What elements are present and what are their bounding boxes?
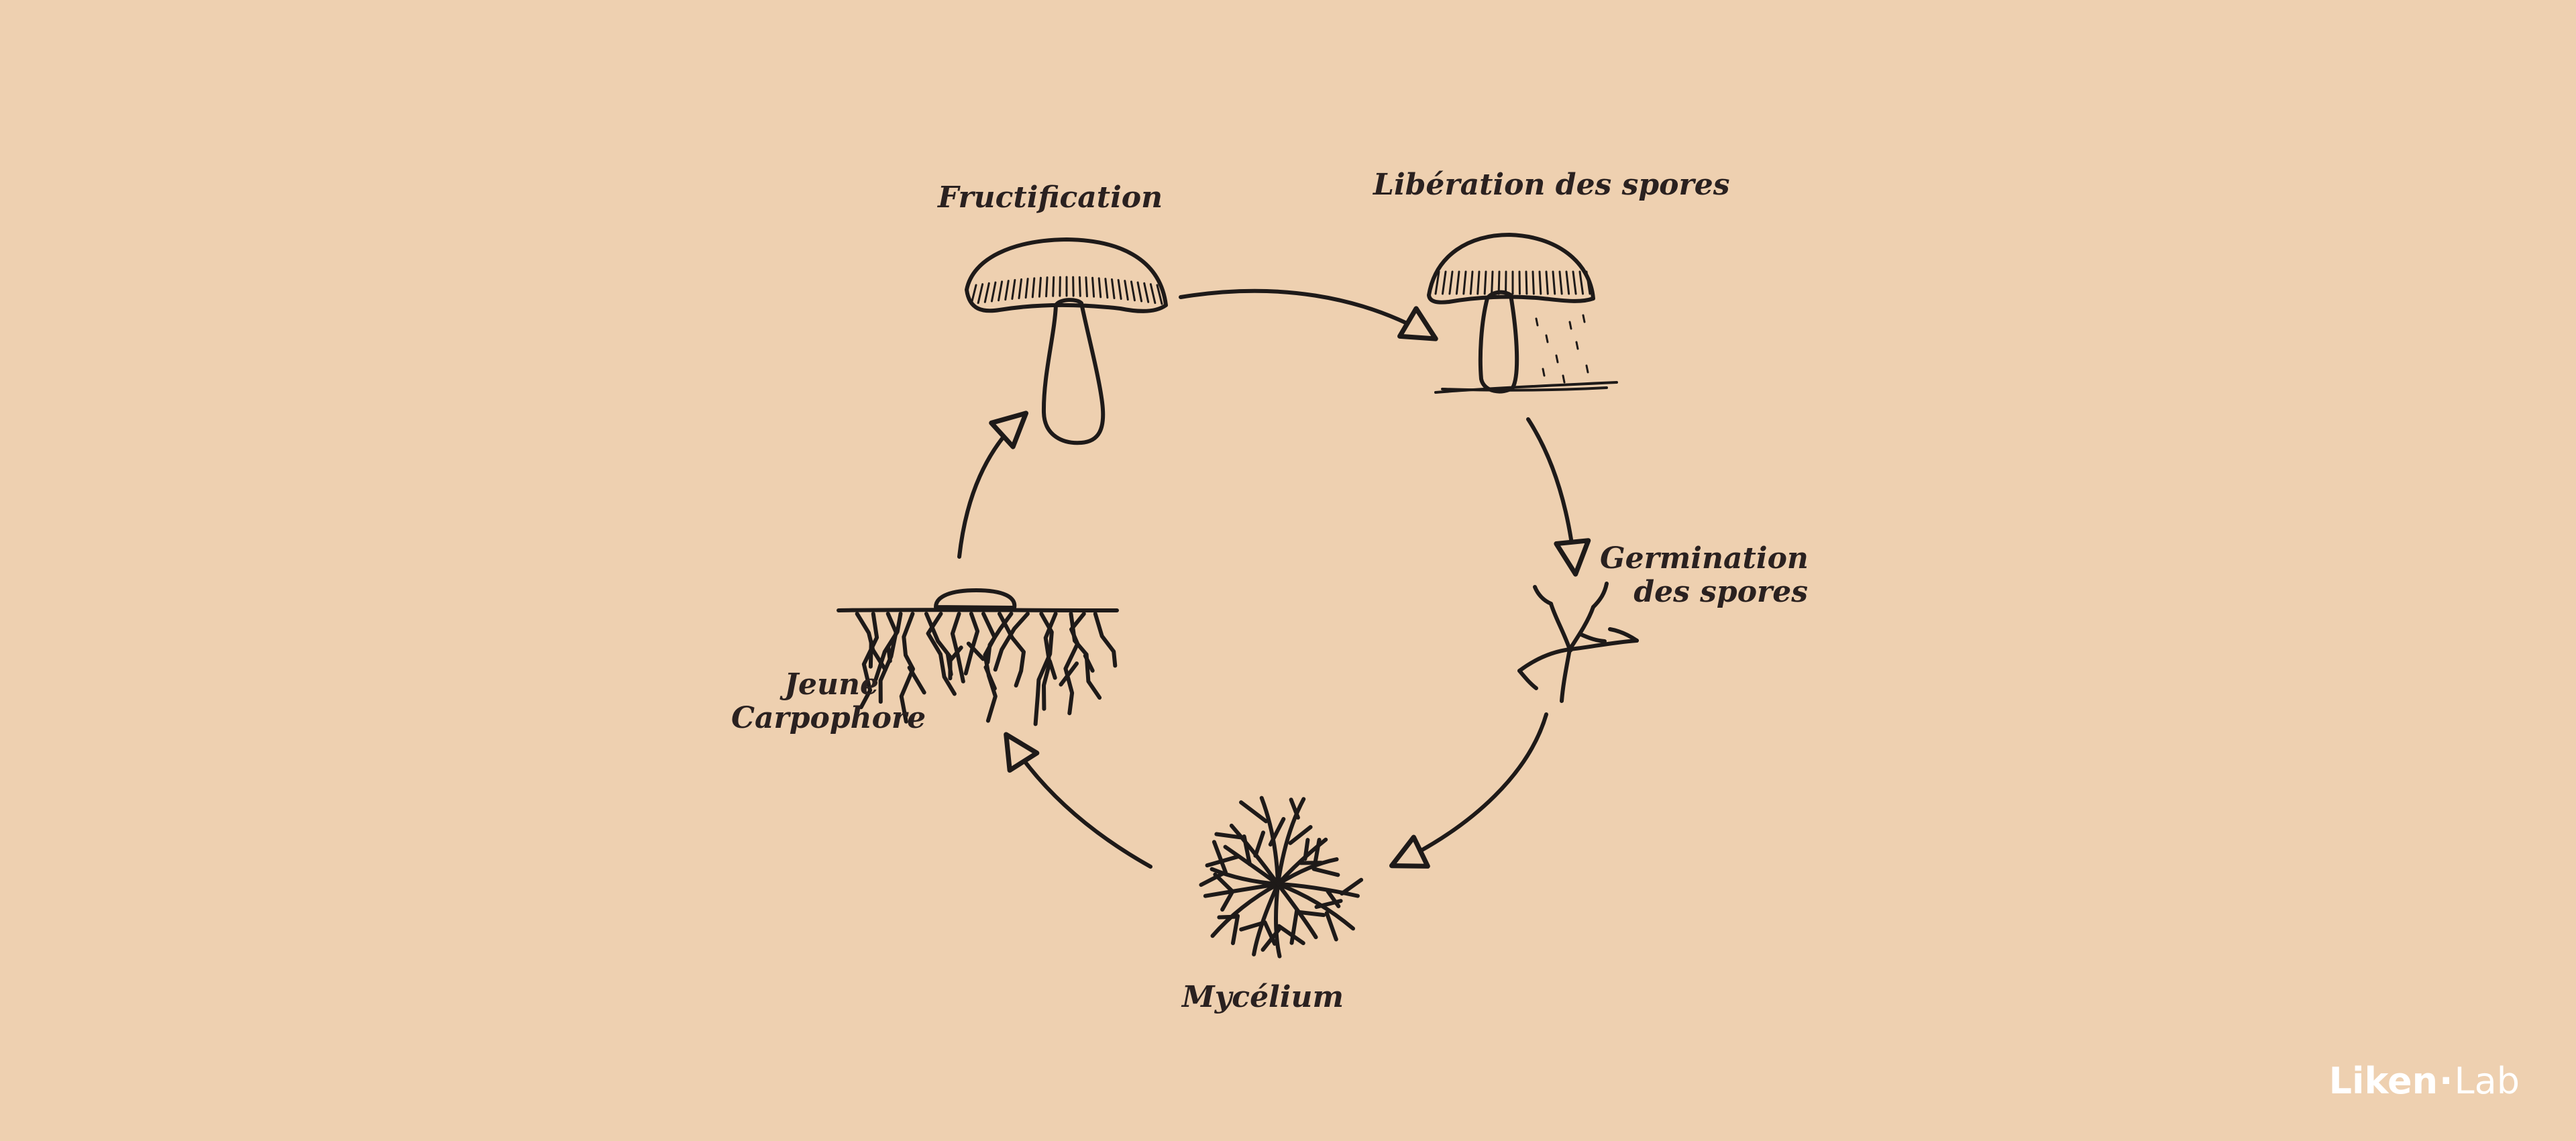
brand-name-bold: Liken — [2328, 1060, 2438, 1102]
likenlab-logo: Liken·Lab — [2329, 1060, 2520, 1102]
label-jeune-line1: Jeune — [784, 667, 879, 702]
arrow-mycelium-to-jeune — [1004, 732, 1152, 869]
label-mycelium: Mycélium — [1182, 980, 1344, 1014]
mature-mushroom-icon — [965, 237, 1168, 445]
arrow-jeune-to-fructification — [957, 411, 1029, 559]
label-germination-line2: des spores — [1633, 575, 1808, 609]
label-jeune-carpophore: Jeune Carpophore — [731, 668, 926, 735]
label-jeune-line2: Carpophore — [731, 701, 926, 735]
mycelium-network-icon — [1199, 796, 1364, 959]
brand-separator: · — [2439, 1060, 2453, 1102]
young-carpophore-icon — [837, 588, 1119, 726]
label-germination: Germination des spores — [1600, 541, 1809, 609]
arrow-liberation-to-germination — [1526, 417, 1591, 577]
label-liberation: Libération des spores — [1373, 168, 1730, 202]
spore-releasing-mushroom-icon — [1427, 233, 1618, 394]
arrow-fructification-to-liberation — [1179, 288, 1438, 341]
brand-name-light: Lab — [2454, 1060, 2520, 1102]
label-fructification: Fructification — [938, 180, 1163, 215]
arrow-germination-to-mycelium — [1389, 712, 1548, 869]
label-germination-line1: Germination — [1600, 541, 1809, 576]
germinating-spore-icon — [1517, 582, 1639, 703]
